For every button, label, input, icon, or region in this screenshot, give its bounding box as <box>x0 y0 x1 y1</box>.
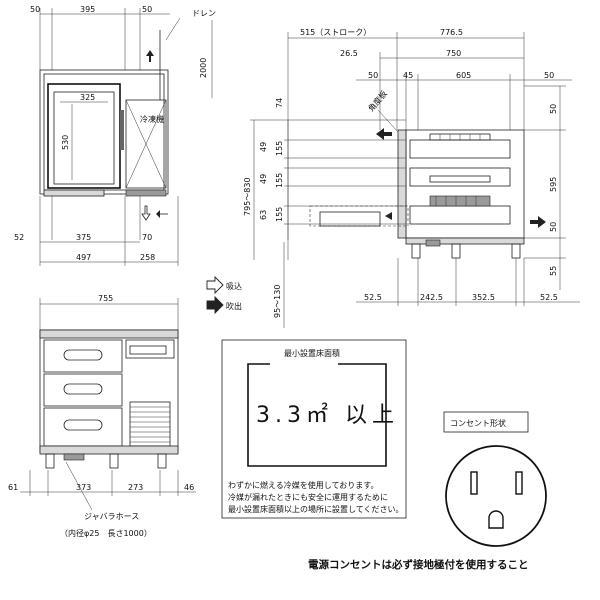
dim-right-55: 55 <box>549 266 558 276</box>
dim-bottom-52-5a: 52.5 <box>364 293 382 302</box>
dim-leg-range: 95～130 <box>273 285 282 318</box>
angle-plate-label: 角度板 <box>366 88 389 113</box>
elevation-view: 755 61 373 <box>8 294 196 538</box>
airflow-legend: 吸込 吹出 <box>206 275 242 315</box>
dim-top-3: 50 <box>142 5 152 14</box>
dim-depth: 750 <box>446 49 461 58</box>
intake-arrow-icon <box>206 275 224 295</box>
dim-width-755: 755 <box>98 294 113 303</box>
min-area-note-1: わずかに燃える冷媒を使用しております。 <box>228 480 378 490</box>
hose-label: ジャバラホース <box>84 512 139 521</box>
dim-right-50b: 50 <box>549 222 558 232</box>
min-area-note-2: 冷媒が漏れたときにも安全に運用するために <box>228 492 388 502</box>
dim-bottom-70: 70 <box>142 233 152 242</box>
front-view: 50 395 50 ドレン 2000 325 530 冷凍機 <box>14 5 216 266</box>
min-area-box: 最小設置床面積 3.3㎡ 以上 わずかに燃える冷媒を使用しております。 冷媒が漏… <box>221 339 407 519</box>
exhaust-arrow-icon <box>206 295 224 315</box>
dim-left-155a: 155 <box>275 141 284 156</box>
dim-bottom-242-5: 242.5 <box>420 293 443 302</box>
dim-left-49b: 49 <box>259 174 268 184</box>
intake-label: 吸込 <box>226 282 242 291</box>
dim-offset: 26.5 <box>340 49 358 58</box>
dim-bottom-258: 258 <box>140 253 155 262</box>
min-area-title: 最小設置床面積 <box>284 348 340 358</box>
dim-bottom-375: 375 <box>76 233 91 242</box>
dim-stroke: 515（ストローク） <box>300 28 371 37</box>
dim-inner-width: 325 <box>80 93 95 102</box>
dim-bottom-52: 52 <box>14 233 24 242</box>
dim-total: 776.5 <box>440 28 463 37</box>
dim-row-50a: 50 <box>368 71 378 80</box>
dim-right-50a: 50 <box>549 104 558 114</box>
refrigeration-unit-label: 冷凍機 <box>140 114 164 124</box>
dim-right-595: 595 <box>549 177 558 192</box>
dim-left-155b: 155 <box>275 173 284 188</box>
dim-row-50b: 50 <box>544 71 554 80</box>
dim-height-2000: 2000 <box>199 58 208 78</box>
side-view: 515（ストローク） 776.5 26.5 750 50 45 605 50 角… <box>243 28 580 328</box>
dim-elev-273: 273 <box>128 483 143 492</box>
drawer-2 <box>409 167 511 187</box>
grounded-outlet-icon <box>445 445 547 547</box>
dim-bottom-52-5b: 52.5 <box>540 293 558 302</box>
min-area-note-3: 最小設置床面積以上の場所に設置してください。 <box>228 504 404 514</box>
dim-left-49a: 49 <box>259 142 268 152</box>
outlet-section: コンセント形状 <box>443 411 547 547</box>
dim-row-45: 45 <box>403 71 413 80</box>
dim-elev-373: 373 <box>76 483 91 492</box>
dim-elev-61: 61 <box>8 483 18 492</box>
exhaust-label: 吹出 <box>226 301 242 311</box>
dim-bottom-497: 497 <box>76 253 91 262</box>
dim-left-155c: 155 <box>275 207 284 222</box>
outlet-title: コンセント形状 <box>450 418 506 428</box>
dim-bottom-352-5: 352.5 <box>472 293 495 302</box>
dim-inner-height: 530 <box>61 135 70 150</box>
dim-top-2: 395 <box>80 5 95 14</box>
dim-row-605: 605 <box>456 71 471 80</box>
dim-elev-46: 46 <box>184 483 194 492</box>
dim-top-1: 50 <box>30 5 40 14</box>
min-area-value: 3.3㎡ 以上 <box>256 402 399 428</box>
drain-label: ドレン <box>192 9 216 18</box>
grounding-notice: 電源コンセントは必ず接地極付を使用すること <box>308 559 529 571</box>
drawer-3 <box>409 195 511 225</box>
dim-height-range: 795～830 <box>243 177 252 216</box>
hose-spec-label: （内径φ25 長さ1000） <box>60 528 152 538</box>
drawer-1 <box>409 133 511 159</box>
dim-left-74: 74 <box>275 98 284 108</box>
dim-left-63: 63 <box>259 210 268 220</box>
